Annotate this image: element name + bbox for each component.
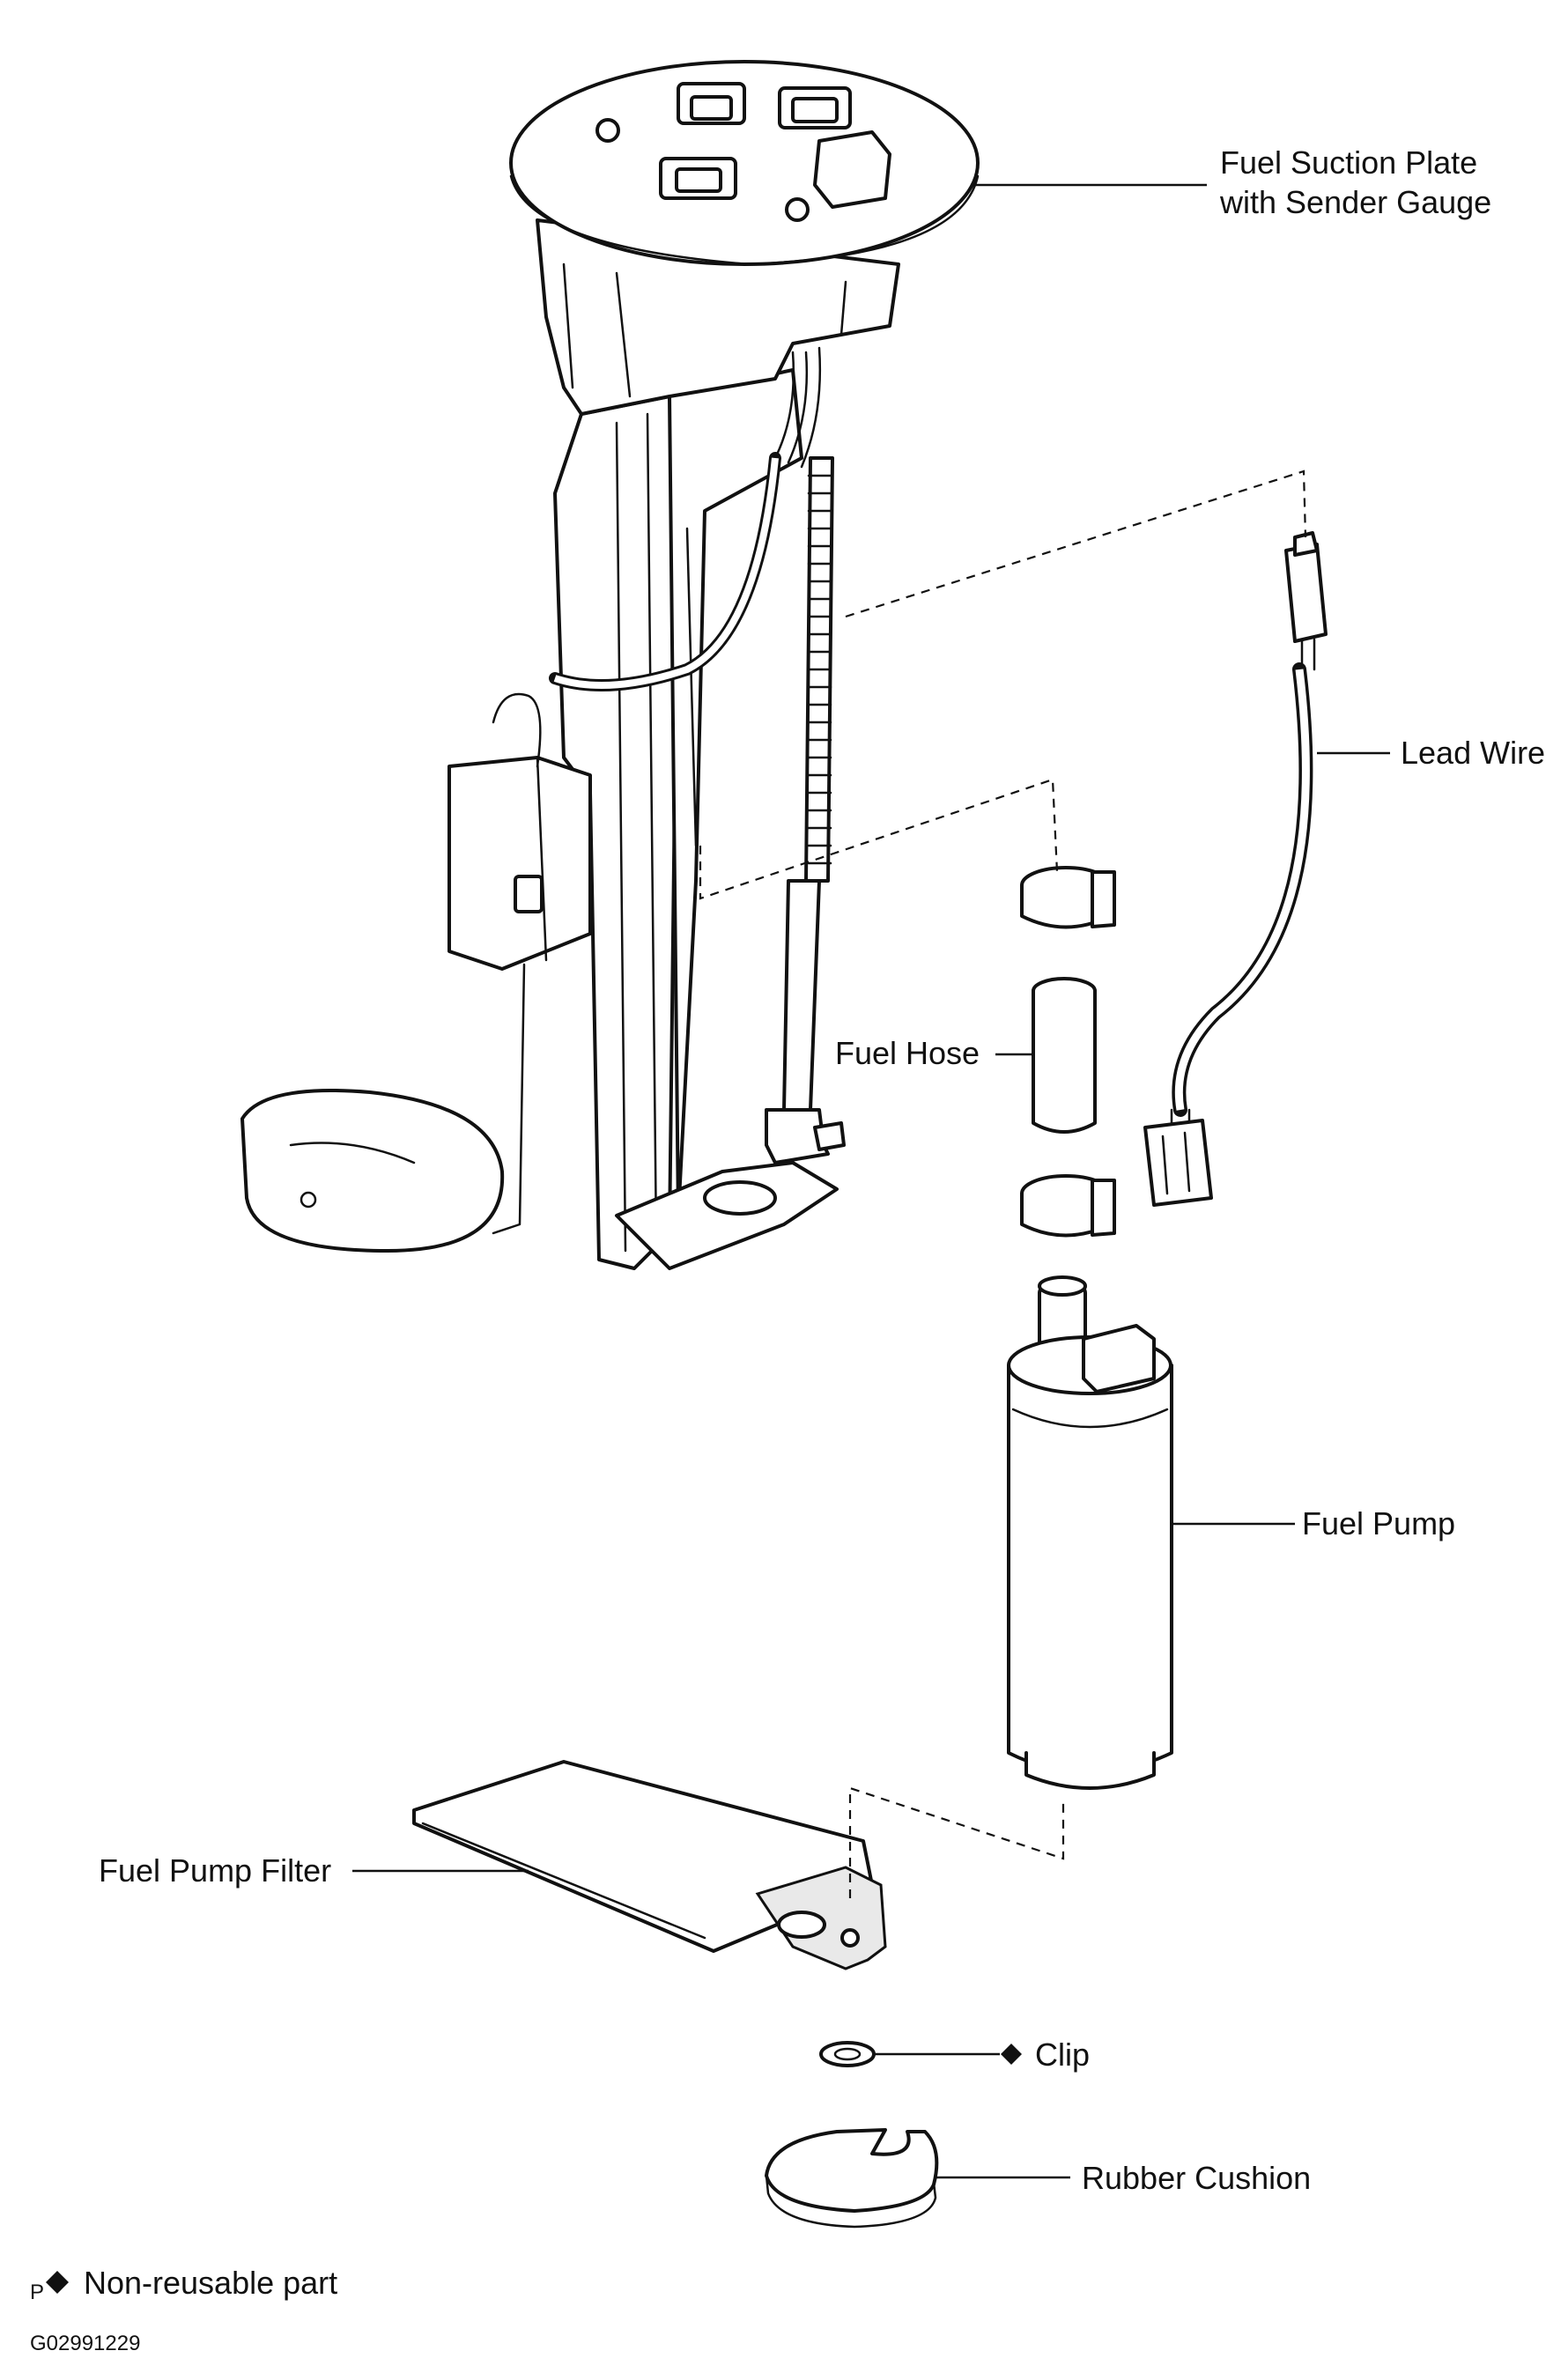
- label-fuel-suction-plate-line2: with Sender Gauge: [1219, 184, 1491, 220]
- diamond-icon: [1001, 2044, 1022, 2065]
- label-clip: Clip: [1035, 2037, 1090, 2073]
- legend-prefix: P: [30, 2281, 44, 2304]
- lower-hose-clamp: [1020, 1174, 1116, 1238]
- label-fuel-hose: Fuel Hose: [835, 1035, 980, 1071]
- fuel-hose-part: [1032, 977, 1097, 1134]
- label-lead-wire: Lead Wire: [1401, 735, 1545, 771]
- label-fuel-pump: Fuel Pump: [1302, 1505, 1455, 1541]
- leader-lines: [352, 183, 1390, 2179]
- label-fuel-suction-plate-line1: Fuel Suction Plate: [1220, 144, 1477, 181]
- fuel-pump-part: [1007, 1275, 1173, 1790]
- alignment-guides: [699, 469, 1307, 1898]
- clip-part: [819, 2041, 876, 2067]
- label-rubber-cushion: Rubber Cushion: [1082, 2160, 1311, 2196]
- fuel-suction-plate-assembly: [240, 60, 980, 1270]
- label-fuel-pump-filter: Fuel Pump Filter: [99, 1852, 331, 1889]
- lead-wire: [1143, 531, 1328, 1207]
- legend-diamond-icon: [46, 2271, 69, 2294]
- fuel-pump-filter-part: [412, 1760, 887, 1970]
- figure-code: G02991229: [30, 2332, 140, 2355]
- legend-text: Non-reusable part: [84, 2265, 337, 2301]
- upper-hose-clamp: [1020, 866, 1116, 929]
- rubber-cushion-part: [765, 2128, 939, 2229]
